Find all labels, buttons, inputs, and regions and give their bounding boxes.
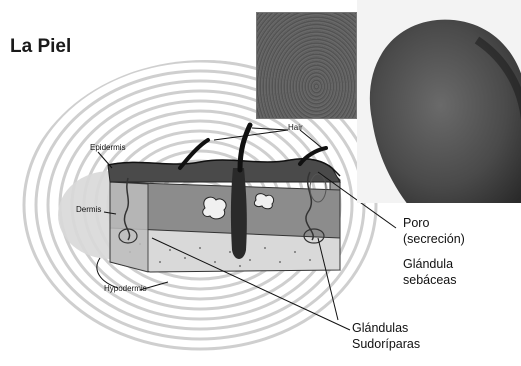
label-glandula-line1: Glándula <box>403 256 457 272</box>
label-poro-line1: Poro <box>403 215 465 231</box>
fingerprint-photo <box>256 12 357 119</box>
label-dermis: Dermis <box>76 205 101 214</box>
label-glandula-line2: sebáceas <box>403 272 457 288</box>
thumb-photo <box>357 0 521 203</box>
thumb-shape <box>357 0 521 203</box>
label-glandulas-sudoriparas: Glándulas Sudoríparas <box>352 320 420 352</box>
label-poro-line2: (secreción) <box>403 231 465 247</box>
label-glandula-sebaceas: Glándula sebáceas <box>403 256 457 288</box>
label-sudoriparas-line2: Sudoríparas <box>352 336 420 352</box>
hair-follicle <box>231 168 247 259</box>
label-sudoriparas-line1: Glándulas <box>352 320 420 336</box>
label-hypodermis: Hypodermis <box>104 284 147 293</box>
label-hair: Hair <box>288 123 303 132</box>
label-epidermis: Epidermis <box>90 143 126 152</box>
block-left-face <box>110 182 148 272</box>
sebaceous-gland-right <box>254 194 273 209</box>
sebaceous-gland-left <box>203 197 226 219</box>
label-poro: Poro (secreción) <box>403 215 465 247</box>
page-title: La Piel <box>10 36 71 58</box>
